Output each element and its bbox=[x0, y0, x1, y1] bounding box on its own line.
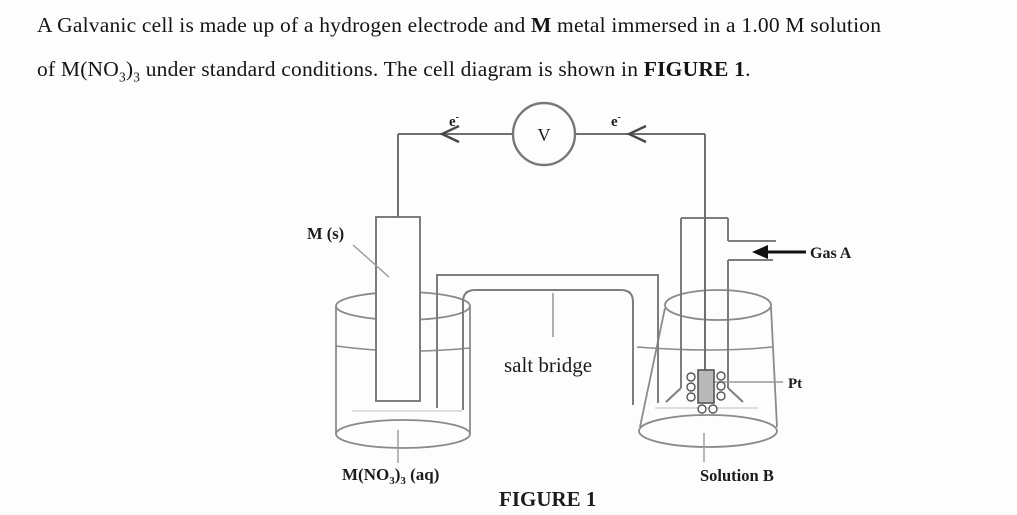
voltmeter: V bbox=[511, 101, 577, 167]
problem-text-part: . bbox=[745, 57, 751, 81]
gas-bubbles bbox=[686, 371, 726, 414]
problem-text-part: under standard conditions. The cell diag… bbox=[140, 57, 644, 81]
right-water-line bbox=[636, 346, 773, 351]
right-beaker-bottom bbox=[638, 414, 778, 448]
right-beaker-rim bbox=[664, 289, 772, 321]
anode-electrode bbox=[375, 216, 421, 402]
right-solution-label: Solution B bbox=[700, 466, 774, 485]
anode-label: M (s) bbox=[307, 224, 344, 243]
problem-text-part: of M(NO bbox=[37, 57, 120, 81]
electron-flow-arrow-left bbox=[439, 124, 460, 144]
subscript-3: 3 bbox=[119, 69, 126, 85]
circuit-wires bbox=[397, 133, 706, 370]
pt-label: Pt bbox=[788, 376, 802, 392]
salt-bridge-label: salt bridge bbox=[504, 353, 592, 377]
tube-flare-right bbox=[727, 387, 744, 403]
problem-line1: A Galvanic cell is made up of a hydrogen… bbox=[37, 13, 881, 37]
right-beaker bbox=[636, 289, 778, 448]
pt-electrode bbox=[686, 369, 783, 414]
gas-inlet-arrow bbox=[752, 245, 806, 259]
gas-inlet-arm bbox=[728, 240, 776, 261]
figure-caption: FIGURE 1 bbox=[499, 487, 596, 511]
problem-text-bold-m: M bbox=[530, 13, 552, 37]
left-solution-label: M(NO3)3 (aq) bbox=[342, 465, 439, 487]
salt-bridge bbox=[436, 274, 659, 410]
electron-label-left: e- bbox=[449, 112, 459, 130]
gas-label: Gas A bbox=[810, 245, 852, 262]
voltmeter-label: V bbox=[538, 125, 551, 145]
problem-line2: of M(NO3)3 under standard conditions. Th… bbox=[37, 57, 751, 85]
electron-label-right: e- bbox=[611, 112, 621, 130]
problem-text-bold-figure: FIGURE 1 bbox=[643, 57, 746, 81]
left-beaker-bottom bbox=[335, 419, 471, 449]
problem-text: A Galvanic cell is made up of a hydrogen… bbox=[37, 3, 997, 99]
subscript-3: 3 bbox=[133, 69, 141, 85]
electron-flow-arrow-right bbox=[626, 124, 647, 144]
problem-text-part: A Galvanic cell is made up of a hydrogen… bbox=[37, 13, 531, 37]
tube-flare-left bbox=[665, 387, 682, 403]
anode-label-pointer bbox=[352, 244, 390, 278]
problem-text-part: ) bbox=[125, 57, 134, 81]
problem-text-part: metal immersed in a 1.00 M solution bbox=[551, 13, 882, 37]
